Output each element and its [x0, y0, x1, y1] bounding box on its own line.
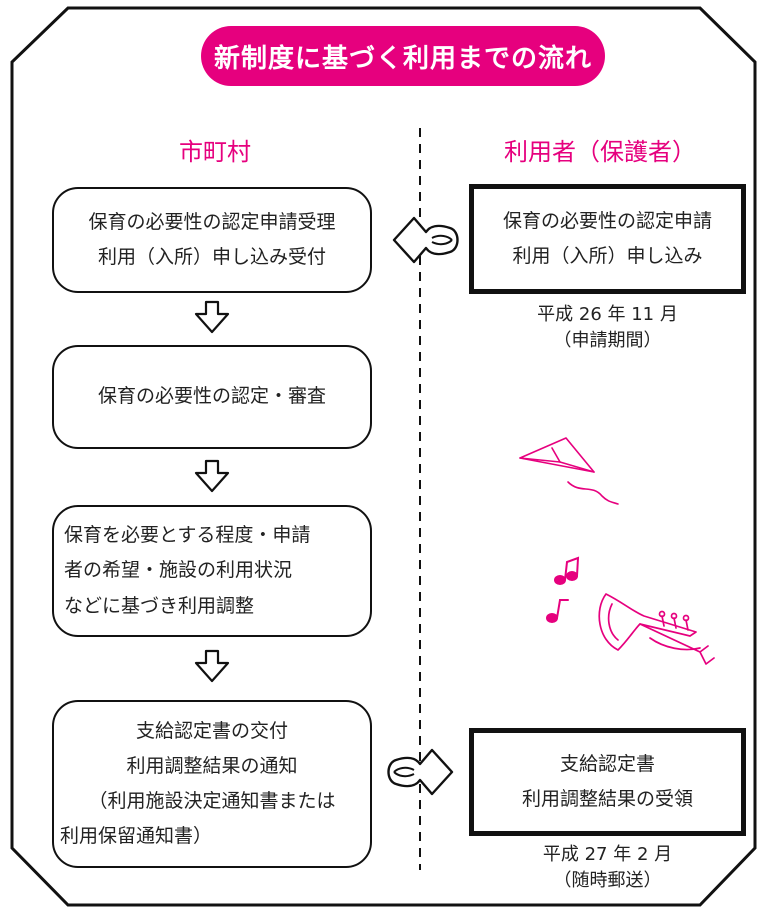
down-arrow-icon: [194, 300, 230, 334]
step-adjustment-box: 保育を必要とする程度・申請 者の希望・施設の利用状況 などに基づき利用調整: [52, 505, 372, 637]
receipt-date-note: 平成 27 年 2 月 （随時郵送）: [469, 842, 746, 894]
step-text: 保育の必要性の認定申請受理: [88, 210, 336, 233]
step-text: 者の希望・施設の利用状況: [64, 559, 293, 582]
left-arrow-icon: [392, 216, 459, 264]
down-arrow-icon: [194, 459, 230, 493]
column-heading-municipality: 市町村: [179, 138, 251, 166]
date-note-text: （申請期間）: [553, 330, 662, 352]
step-acceptance-box: 保育の必要性の認定申請受理 利用（入所）申し込み受付: [52, 187, 372, 293]
step-text: 利用調整結果の通知: [126, 754, 298, 777]
step-text: 利用（入所）申し込み: [512, 245, 703, 267]
date-note-text: （随時郵送）: [553, 870, 662, 892]
step-text: （利用施設決定通知書または: [88, 790, 336, 812]
date-text: 平成 27 年 2 月: [542, 844, 673, 865]
step-text: 利用調整結果の受領: [521, 788, 693, 810]
step-text: 利用（入所）申し込み受付: [97, 246, 326, 268]
paper-plane-icon: [519, 437, 619, 505]
step-text: 保育を必要とする程度・申請: [64, 524, 311, 547]
step-review-box: 保育の必要性の認定・審査: [52, 345, 372, 449]
step-text: 保育の必要性の認定申請: [502, 209, 712, 232]
date-text: 平成 26 年 11 月: [537, 304, 678, 325]
trumpet-icon: [598, 593, 715, 665]
application-date-note: 平成 26 年 11 月 （申請期間）: [469, 302, 746, 354]
right-arrow-icon: [387, 748, 454, 796]
step-text: 保育の必要性の認定・審査: [97, 385, 326, 408]
step-issuance-box: 支給認定書の交付 利用調整結果の通知 （利用施設決定通知書または 利用保留通知書…: [52, 700, 372, 868]
step-text: などに基づき利用調整: [64, 594, 255, 617]
column-heading-user: 利用者（保護者）: [504, 138, 696, 166]
step-text: 支給認定書の交付: [135, 719, 288, 742]
user-application-box: 保育の必要性の認定申請 利用（入所）申し込み: [469, 184, 746, 294]
page-title: 新制度に基づく利用までの流れ: [201, 26, 605, 86]
music-notes-icon: [546, 556, 580, 623]
step-text: 利用保留通知書）: [60, 825, 213, 848]
step-text: 支給認定書: [559, 752, 655, 775]
user-receipt-box: 支給認定書 利用調整結果の受領: [469, 728, 746, 836]
down-arrow-icon: [194, 649, 230, 683]
